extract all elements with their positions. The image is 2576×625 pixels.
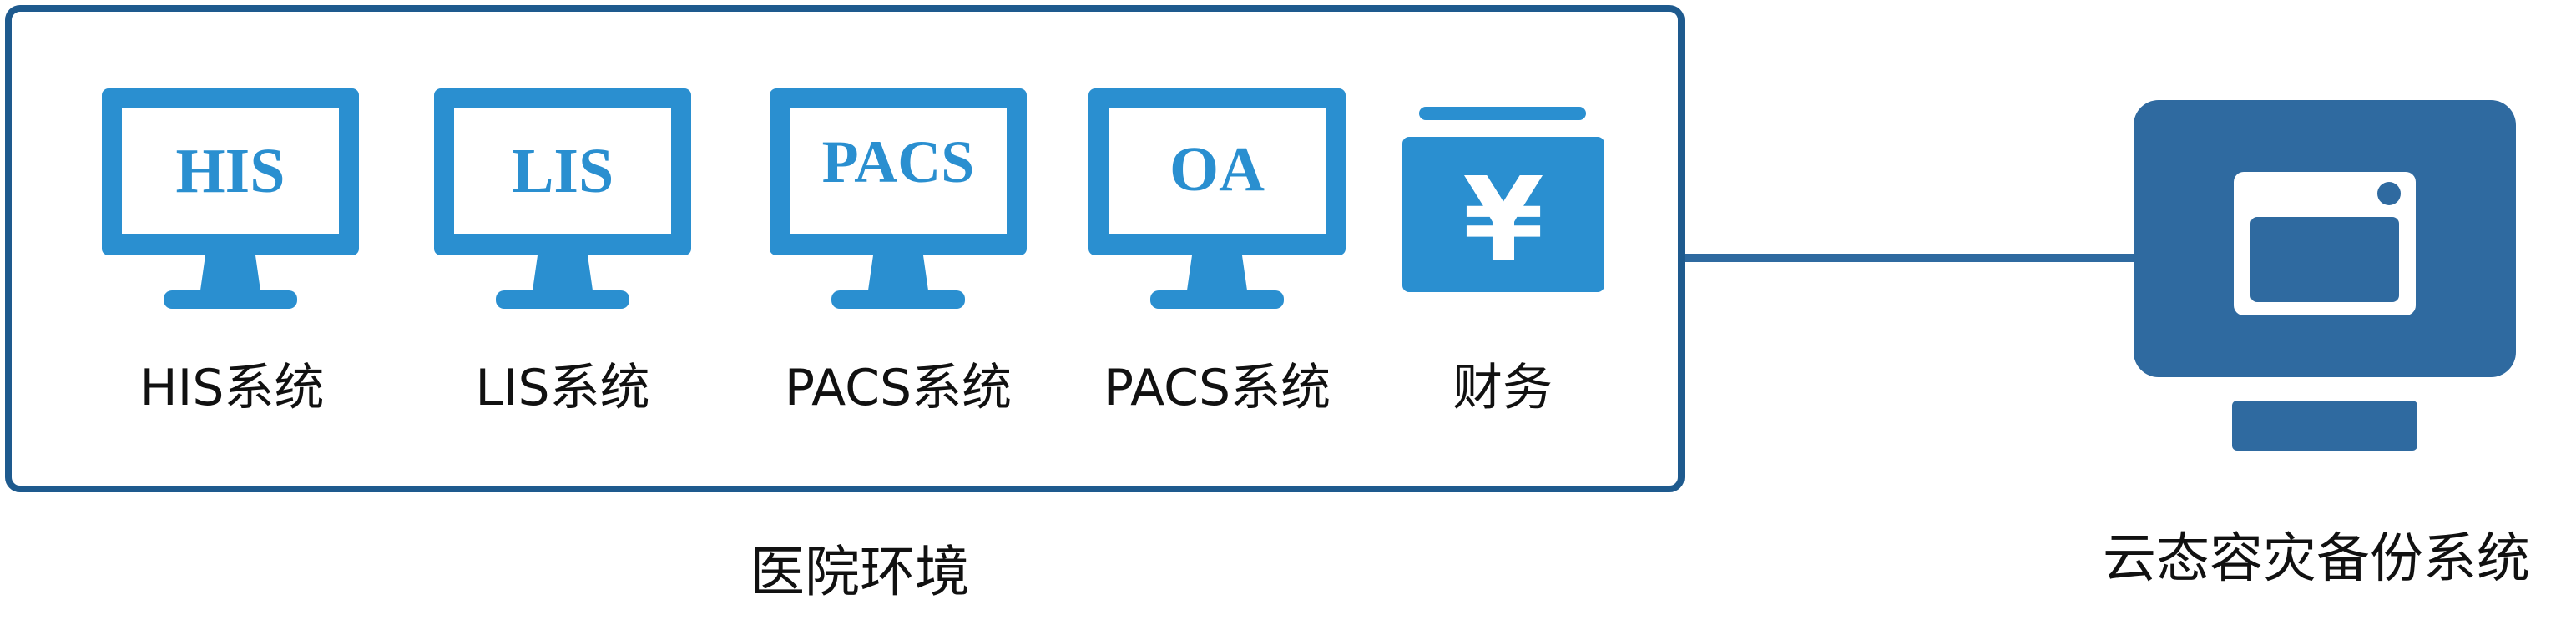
pacs-monitor-icon: PACS (766, 83, 1030, 309)
oa-monitor-icon: OA (1085, 83, 1349, 309)
his-monitor-icon: HIS (98, 83, 362, 309)
finance-label: 财务 (1452, 359, 1553, 417)
yen-symbol: ¥ (1462, 153, 1543, 289)
finance-icon: ¥ (1399, 98, 1608, 299)
lis-system-label: LIS系统 (475, 359, 650, 417)
backup-server-icon (2134, 100, 2516, 451)
oa-system-label: PACS系统 (1103, 359, 1331, 417)
connector-line (1685, 254, 2137, 262)
his-screen-text: HIS (176, 136, 285, 206)
hospital-environment-box (5, 5, 1685, 492)
hospital-environment-caption: 医院环境 (750, 540, 970, 604)
oa-screen-text: OA (1169, 134, 1265, 204)
pacs-system-label: PACS系统 (784, 359, 1013, 417)
lis-monitor-icon: LIS (431, 83, 695, 309)
his-system-label: HIS系统 (139, 359, 325, 417)
pacs-screen-text: PACS (822, 129, 975, 195)
backup-system-label: 云态容灾备份系统 (2103, 528, 2530, 590)
lis-screen-text: LIS (512, 136, 614, 206)
